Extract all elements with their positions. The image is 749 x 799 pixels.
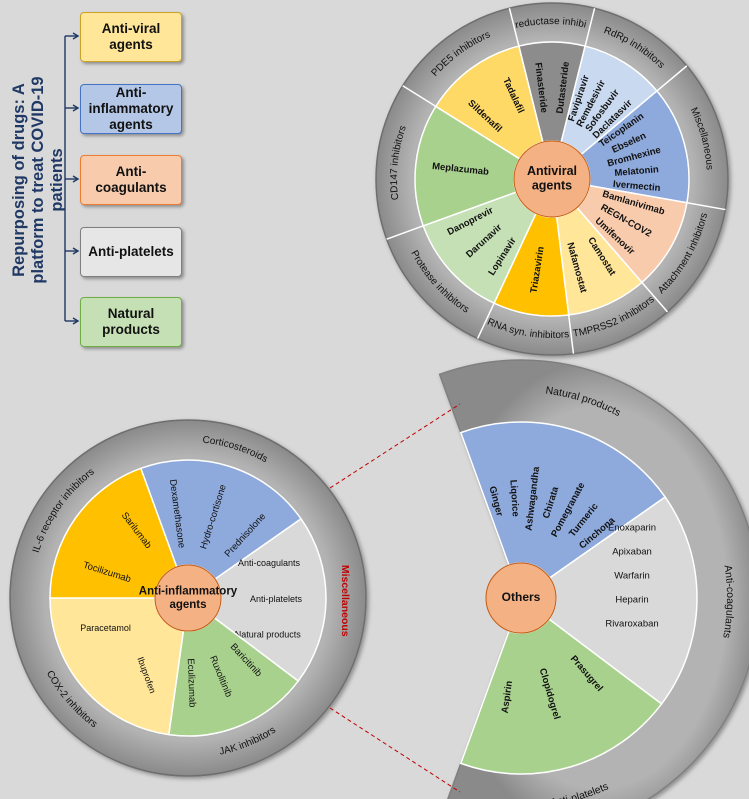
others-drug-label: Warfarin bbox=[614, 571, 650, 582]
category-antiplatelets: Anti-platelets bbox=[80, 227, 182, 277]
zoom-connector bbox=[329, 403, 461, 793]
category-anticoagulants: Anti-coagulants bbox=[80, 155, 182, 205]
antiviral-hub-label: Antiviral bbox=[527, 164, 577, 178]
category-bracket bbox=[64, 32, 80, 325]
antiinflammatory-hub-label: Anti-inflammatory bbox=[139, 585, 238, 597]
category-natural-products: Natural products bbox=[80, 297, 182, 347]
others-drug-label: Enoxaparin bbox=[608, 523, 656, 534]
category-antiviral: Anti-viral agents bbox=[80, 12, 182, 62]
antiviral-drug-label: Ivermectin bbox=[613, 179, 661, 194]
category-antiinflammatory: Anti-inflammatory agents bbox=[80, 84, 182, 134]
antiinflammatory-drug-label: Eculizumab bbox=[185, 658, 198, 707]
others-drug-label: Heparin bbox=[615, 595, 648, 606]
others-drug-label: Aspirin bbox=[500, 680, 515, 714]
others-drug-label: Apixaban bbox=[612, 547, 652, 558]
others-hub bbox=[485, 562, 557, 634]
antiinflammatory-drug-label: Natural products bbox=[235, 630, 302, 640]
others-drug-label: Rivaroxaban bbox=[605, 619, 658, 630]
antiviral-hub-label: agents bbox=[532, 179, 572, 193]
others-class-label: Anti-coagulants bbox=[720, 564, 736, 639]
antiinflammatory-hub bbox=[154, 564, 222, 632]
antiinflammatory-drug-label: Anti-coagulants bbox=[238, 558, 301, 568]
others-drug-label: Liqorice bbox=[507, 479, 521, 517]
antiviral-drug-label: Melatonin bbox=[614, 164, 659, 179]
others-hub-label: Others bbox=[502, 590, 541, 604]
antiinflammatory-drug-label: Anti-platelets bbox=[250, 594, 303, 604]
miscellaneous-class-label: Miscellaneous bbox=[339, 565, 351, 637]
antiinflammatory-hub-label: agents bbox=[169, 599, 206, 611]
antiviral-hub bbox=[513, 140, 591, 218]
antiinflammatory-drug-label: Paracetamol bbox=[80, 623, 131, 633]
antiviral-wheel: 5α reductase inhibitorsFinasterideDutast… bbox=[0, 0, 729, 356]
